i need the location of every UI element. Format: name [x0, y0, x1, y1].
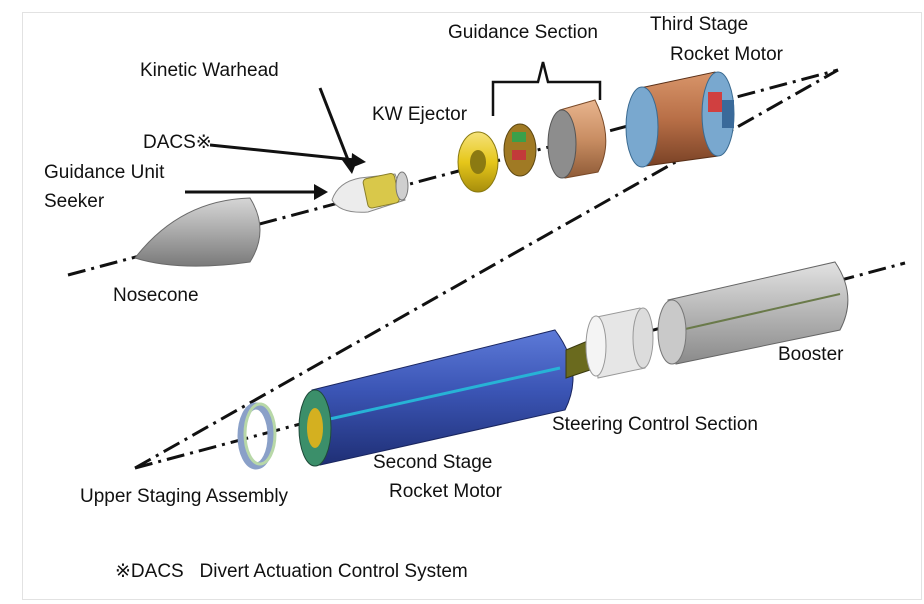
label-arrows [185, 87, 356, 194]
label-second-stage-line1: Second Stage [373, 452, 493, 473]
guidance-electronics-shape [503, 123, 537, 177]
label-kinetic-warhead: Kinetic Warhead [140, 60, 279, 81]
booster-shape [657, 261, 849, 365]
label-guidance-unit: Guidance Unit [44, 162, 165, 183]
diagram-frame [22, 12, 922, 600]
dacs-arrow [209, 143, 356, 162]
steering-control-shape [585, 307, 654, 379]
label-upper-staging: Upper Staging Assembly [80, 486, 289, 507]
kinetic-warhead-arrow [318, 87, 352, 166]
label-booster: Booster [778, 344, 844, 365]
label-kw-ejector: KW Ejector [372, 104, 468, 125]
label-dacs: DACS※ [143, 132, 212, 153]
upper-staging-ring-shape [237, 402, 277, 470]
guidance-unit-arrowhead [314, 184, 328, 200]
label-steering-control: Steering Control Section [552, 414, 758, 435]
kinetic-warhead-shape [331, 171, 409, 213]
nosecone-shape [134, 197, 261, 267]
arrow-heads [314, 153, 366, 200]
label-seeker: Seeker [44, 191, 105, 212]
label-third-stage-line1: Third Stage [650, 14, 749, 35]
guidance-cylinder-shape [547, 99, 607, 179]
label-nosecone: Nosecone [113, 285, 199, 306]
second-stage-motor-shape [298, 329, 574, 467]
third-stage-motor-shape [625, 71, 735, 168]
label-third-stage-line2: Rocket Motor [670, 44, 783, 65]
guidance-section-brace [491, 61, 602, 116]
kw-ejector-shape [457, 131, 499, 193]
label-guidance-section: Guidance Section [448, 22, 598, 43]
footnote-dacs: ※DACS Divert Actuation Control System [115, 561, 468, 582]
label-second-stage-line2: Rocket Motor [389, 481, 502, 502]
dacs-arrowhead [351, 153, 366, 168]
